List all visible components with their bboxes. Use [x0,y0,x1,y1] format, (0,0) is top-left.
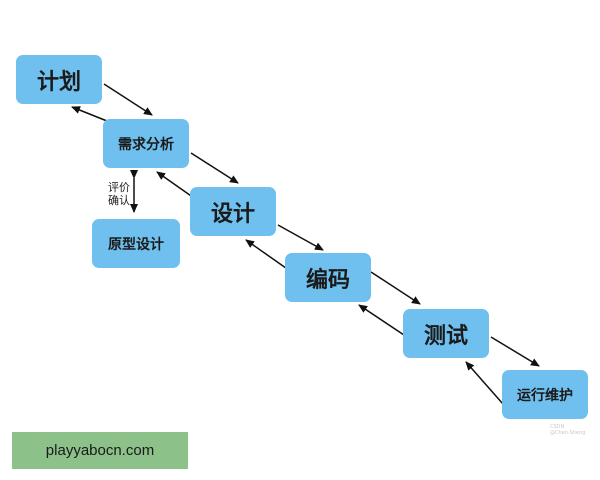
node-design: 设计 [190,187,276,236]
arrow-design-to-coding [277,224,324,251]
arrow-testing-to-operations [490,336,540,367]
node-coding: 编码 [285,253,371,302]
footer-site-banner[interactable]: playyabocn.com [12,432,188,469]
arrow-coding-to-testing [370,271,421,305]
evaluate-confirm-label: 评价 确认 [108,181,130,207]
node-plan: 计划 [16,55,102,104]
arrow-operations-to-testing [465,361,504,405]
node-prototype-design: 原型设计 [92,219,180,268]
node-requirements-analysis: 需求分析 [103,119,189,168]
node-operations-maintenance: 运行维护 [502,370,588,419]
arrow-requirements-to-design [190,152,239,184]
node-testing: 测试 [403,309,489,358]
watermark-text: CSDN @Chen·Sheng [550,424,586,436]
footer-site-text: playyabocn.com [45,442,155,459]
arrow-plan-to-requirements [103,83,153,116]
